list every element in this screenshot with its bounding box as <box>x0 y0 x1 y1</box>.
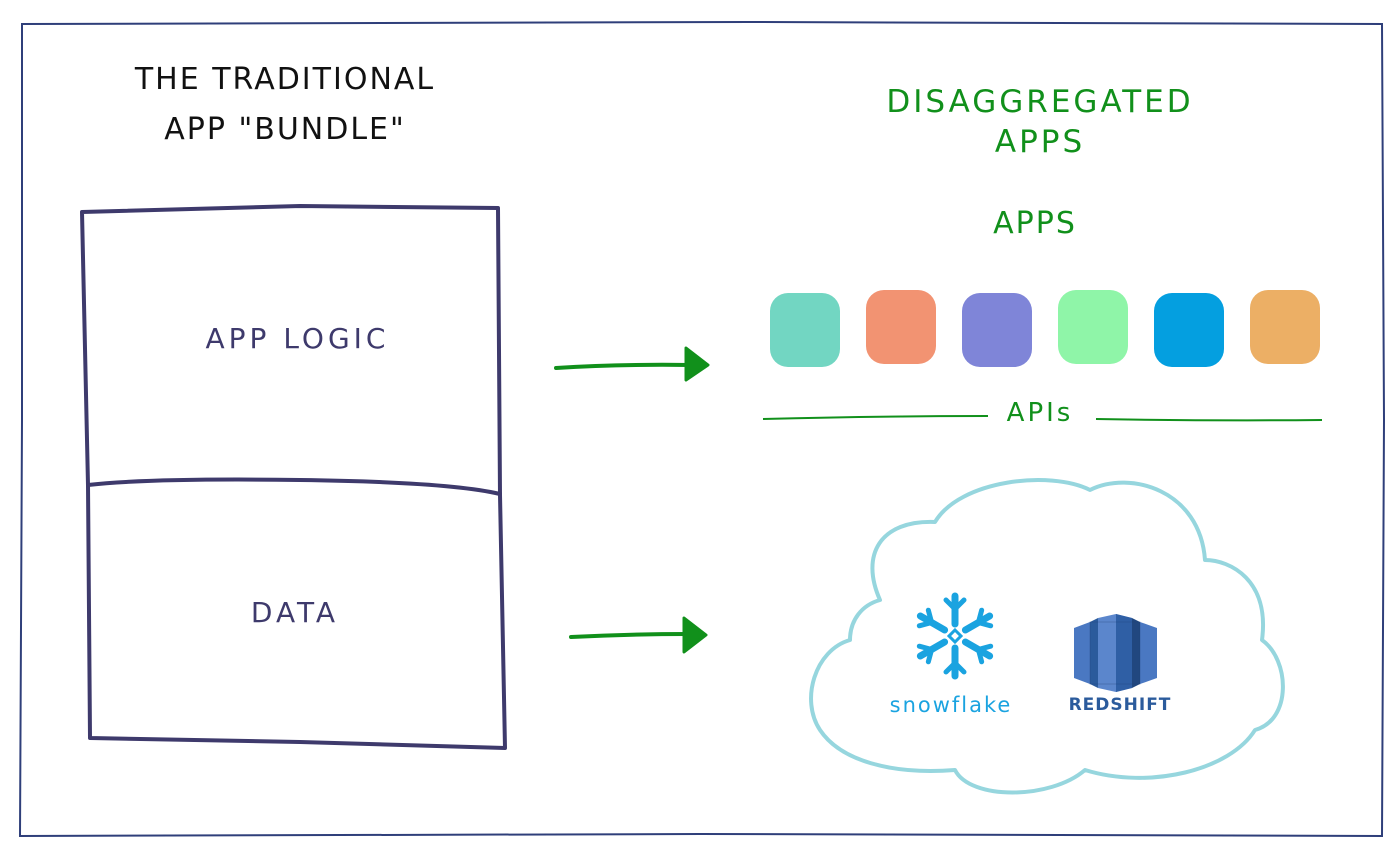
bundle-box <box>80 204 507 750</box>
redshift-label: REDSHIFT <box>1068 695 1172 715</box>
api-line-right <box>1095 418 1323 422</box>
outer-frame <box>18 20 1386 838</box>
app-logic-label: APP LOGIC <box>205 322 390 355</box>
right-title-line2: APPS <box>994 124 1086 160</box>
left-title-line1: THE TRADITIONAL <box>134 62 436 97</box>
app-tile <box>1058 290 1128 364</box>
app-tile <box>866 290 936 364</box>
app-tile <box>1154 293 1224 367</box>
right-title-line1: DISAGGREGATED <box>886 84 1194 120</box>
left-title-line2: APP "BUNDLE" <box>164 112 406 147</box>
bundle-divider <box>86 477 502 496</box>
arrow-right-icon <box>569 616 708 654</box>
arrow-right-icon <box>554 346 710 382</box>
right-title: DISAGGREGATED APPS <box>860 82 1220 162</box>
snowflake-label: snowflake <box>889 693 1013 717</box>
app-tiles <box>770 290 1320 367</box>
apis-label: APIs <box>1006 398 1074 428</box>
apps-label: APPS <box>993 206 1077 241</box>
app-tile <box>770 293 840 367</box>
app-tile <box>962 293 1032 367</box>
left-title: THE TRADITIONAL APP "BUNDLE" <box>110 55 460 155</box>
redshift-logo-icon <box>1074 614 1157 692</box>
api-line-left <box>762 415 989 420</box>
app-tile <box>1250 290 1320 364</box>
snowflake-logo-icon <box>916 592 994 680</box>
data-label: DATA <box>250 596 340 629</box>
cloud-icon <box>809 478 1285 795</box>
